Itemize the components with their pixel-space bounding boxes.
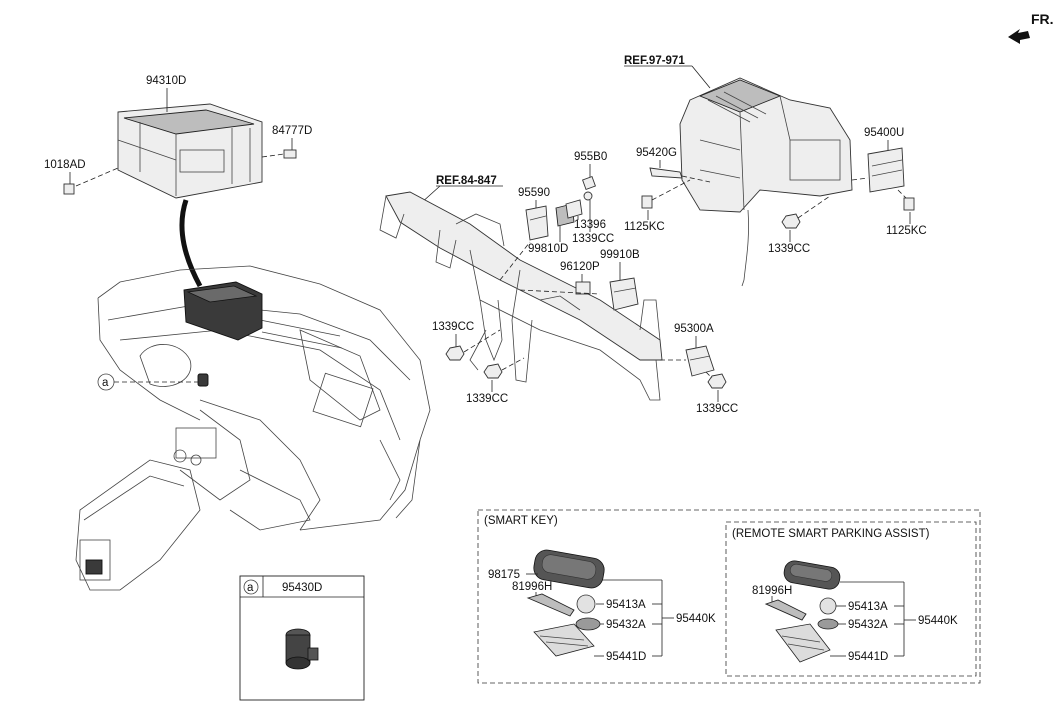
- label-99910B: 99910B: [600, 249, 640, 261]
- label-955B0: 955B0: [574, 151, 607, 163]
- rspa-key-fob: [783, 560, 841, 590]
- smart-key-section: (SMART KEY) 98175 81996H 95413A 95432A 9…: [477, 509, 981, 684]
- battery-sk: [576, 594, 596, 614]
- label-94310D: 94310D: [146, 75, 186, 87]
- label-95400U: 95400U: [864, 127, 904, 139]
- key-case-sk: [533, 623, 595, 657]
- part-955B0: [582, 176, 596, 190]
- nut-1339CC-d: [781, 213, 801, 229]
- label-1339CC-e: 1339CC: [696, 403, 738, 415]
- screw-1018AD: [63, 167, 119, 195]
- screw-1125KC-a: [641, 195, 653, 209]
- label-95413A-sk: 95413A: [606, 599, 646, 611]
- screw-84777D: [261, 149, 297, 159]
- label-1339CC-a: 1339CC: [572, 233, 614, 245]
- label-96120P: 96120P: [560, 261, 600, 273]
- label-1125KC-b: 1125KC: [886, 225, 927, 237]
- label-95432A-rspa: 95432A: [848, 619, 888, 631]
- label-95440K-rspa: 95440K: [918, 615, 958, 627]
- smart-key-fob: [533, 549, 605, 589]
- label-99810D: 99810D: [528, 243, 568, 255]
- part-99910B: [609, 277, 639, 311]
- battery-rspa: [819, 597, 837, 615]
- part-95300A: [685, 345, 715, 377]
- rspa-section: (REMOTE SMART PARKING ASSIST) 81996H 954…: [725, 521, 977, 677]
- part-94310D-unit: [117, 103, 263, 199]
- fr-label: FR.: [1031, 11, 1054, 27]
- label-95413A-rspa: 95413A: [848, 601, 888, 613]
- battery-holder-sk: [575, 617, 601, 631]
- rspa-title: (REMOTE SMART PARKING ASSIST): [732, 528, 930, 540]
- nut-1339CC-b: [445, 345, 465, 361]
- label-95300A: 95300A: [674, 323, 714, 335]
- front-direction-indicator: FR.: [1008, 11, 1054, 44]
- callout-box-95430D: a 95430D: [239, 575, 365, 701]
- emergency-key-sk: [526, 593, 575, 617]
- key-case-rspa: [775, 623, 831, 663]
- installed-part-95430D: [197, 373, 209, 387]
- label-95590: 95590: [518, 187, 550, 199]
- label-95432A-sk: 95432A: [606, 619, 646, 631]
- label-81996H-sk: 81996H: [512, 581, 552, 593]
- label-98175: 98175: [488, 569, 520, 581]
- label-1125KC-a: 1125KC: [624, 221, 665, 233]
- nut-1339CC-e: [707, 373, 727, 389]
- part-95430D-sensor: [285, 628, 319, 670]
- dashboard-assembly: [75, 265, 431, 591]
- part-13396: [565, 199, 583, 219]
- label-84777D: 84777D: [272, 125, 312, 137]
- emergency-key-rspa: [764, 599, 807, 621]
- part-95400U: [867, 147, 905, 193]
- ref-97-971: REF.97-971: [624, 55, 685, 67]
- label-1339CC-c: 1339CC: [466, 393, 508, 405]
- label-95430D: 95430D: [282, 582, 322, 594]
- label-95441D-sk: 95441D: [606, 651, 646, 663]
- label-1018AD: 1018AD: [44, 159, 86, 171]
- label-95420G: 95420G: [636, 147, 677, 159]
- callout-a-label: a: [102, 377, 109, 389]
- label-95440K-sk: 95440K: [676, 613, 716, 625]
- label-95441D-rspa: 95441D: [848, 651, 888, 663]
- hvac-module: [679, 77, 853, 287]
- smart-key-title: (SMART KEY): [484, 515, 558, 527]
- installed-unit-94310D: [183, 281, 263, 341]
- callout-box-a: a: [247, 582, 254, 594]
- label-1339CC-b: 1339CC: [432, 321, 474, 333]
- nut-1339CC-c: [483, 363, 503, 379]
- screw-1125KC-b: [903, 197, 915, 211]
- part-95420G: [649, 167, 683, 179]
- battery-holder-rspa: [817, 618, 839, 630]
- ref-84-847: REF.84-847: [436, 175, 497, 187]
- install-arrow: [179, 199, 203, 288]
- label-81996H-rspa: 81996H: [752, 585, 792, 597]
- nut-1339CC-a: [583, 191, 593, 201]
- part-95590: [525, 205, 549, 241]
- label-1339CC-d: 1339CC: [768, 243, 810, 255]
- front-arrow-icon: [1008, 29, 1030, 44]
- part-96120P: [575, 281, 591, 295]
